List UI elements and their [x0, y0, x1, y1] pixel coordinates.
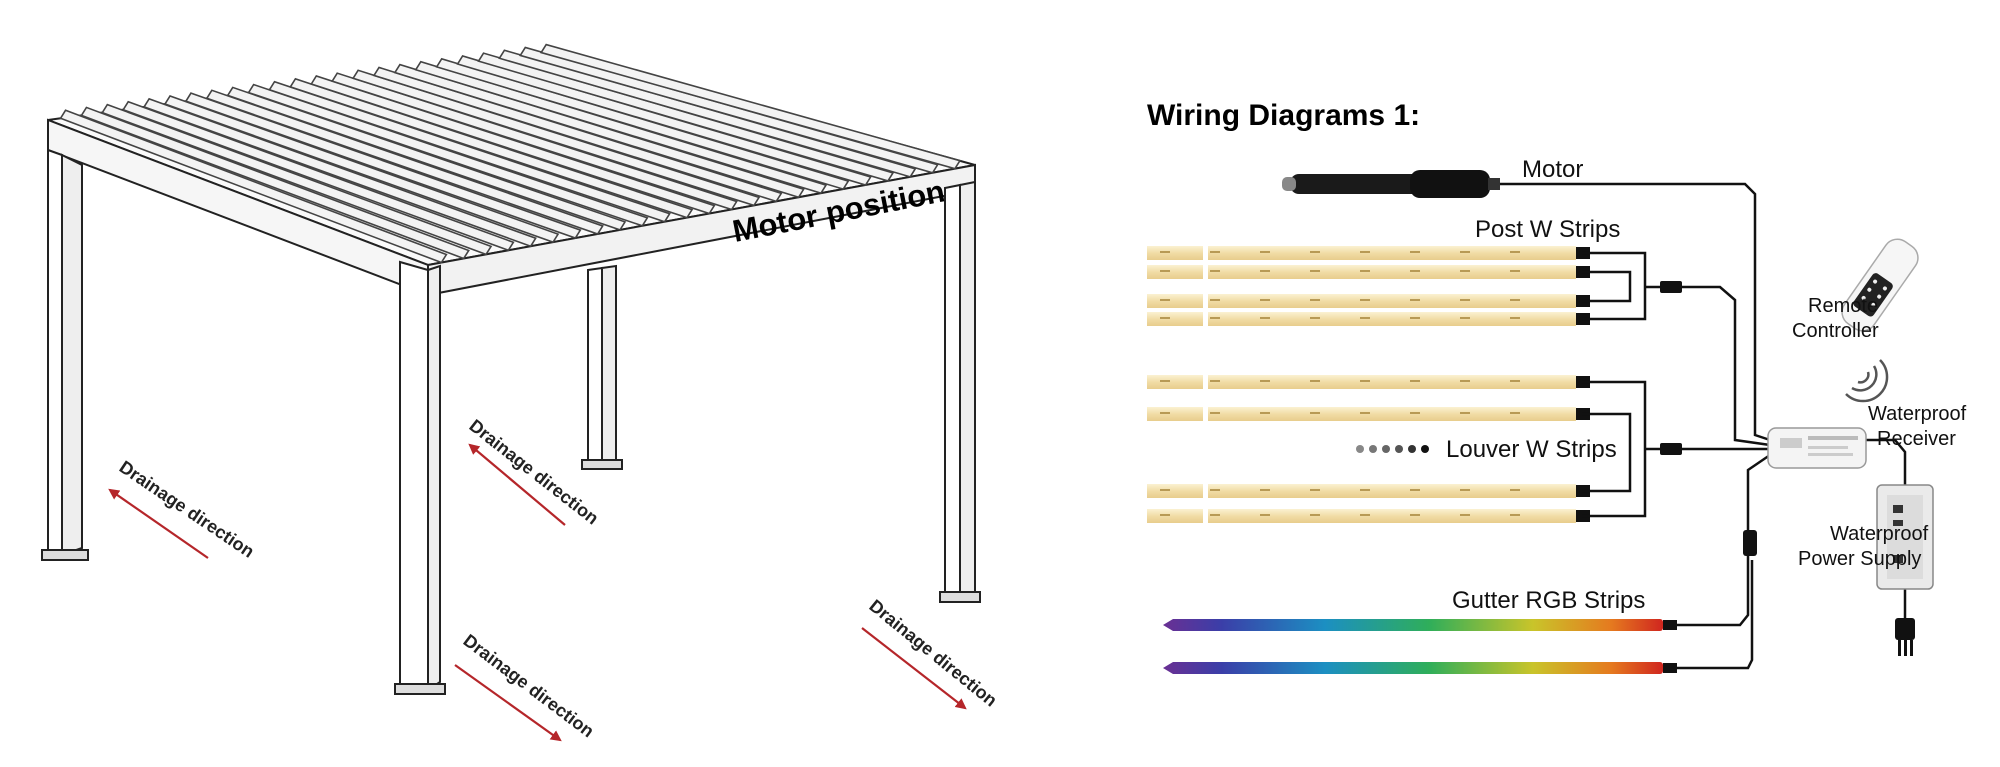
led-strip: [1147, 265, 1590, 279]
louver-blade: [351, 69, 761, 207]
louver-blade: [414, 60, 828, 195]
louver-blade: [226, 86, 627, 231]
louver-blade: [289, 77, 694, 219]
louver-blade: [310, 75, 716, 215]
gutter-rgb-strip-2: [1143, 662, 1663, 674]
wireless-signal-icon: [1845, 359, 1889, 403]
drainage-label-center-bottom: Drainage direction: [460, 630, 598, 741]
louver-connector: [1660, 443, 1682, 455]
post-foot-1: [41, 549, 89, 561]
gutter-rgb-strip-1: [1143, 619, 1663, 631]
post-right-side: [959, 180, 976, 600]
motor-device: [1282, 170, 1500, 198]
louver-blade: [268, 80, 671, 223]
post-w-strips-label: Post W Strips: [1475, 216, 1620, 243]
post-connector: [1660, 281, 1682, 293]
receiver-label-line1: Waterproof: [1868, 403, 1967, 425]
louver-blade: [477, 52, 895, 182]
louver-blade: [330, 72, 738, 211]
motor-label: Motor: [1522, 156, 1583, 183]
wiring-lines: [1500, 182, 1907, 670]
post-right: [944, 183, 961, 599]
louver-dots: [1356, 445, 1429, 453]
drainage-arrow-right: Drainage direction: [861, 596, 1001, 711]
wiring-title: Wiring Diagrams 1:: [1147, 99, 1420, 132]
post-w-strips: [1147, 246, 1590, 326]
gutter-connector: [1743, 530, 1757, 556]
remote-controller: [1841, 238, 1919, 332]
louver-blade: [80, 106, 470, 260]
louver-blade: [59, 109, 448, 264]
psu-label-line1: Waterproof: [1830, 523, 1929, 545]
louver-blade: [456, 55, 872, 186]
drainage-arrow-center-bottom: Drainage direction: [454, 630, 598, 741]
led-strip: [1147, 509, 1590, 523]
post-back-center: [587, 266, 603, 466]
led-strip: [1147, 312, 1590, 326]
louver-blade: [122, 100, 515, 252]
louver-blade: [372, 66, 783, 203]
louver-blade: [184, 92, 582, 240]
post-foot-4: [939, 591, 981, 603]
waterproof-power-supply: [1876, 484, 1934, 590]
receiver-label-line2: Receiver: [1877, 428, 1956, 450]
post-front-center: [399, 260, 429, 691]
waterproof-receiver: [1767, 427, 1867, 469]
led-strip: [1147, 407, 1590, 421]
louver-blade: [142, 97, 537, 248]
louver-blade: [101, 103, 493, 256]
post-front-left: [47, 148, 63, 556]
led-strip: [1147, 484, 1590, 498]
louver-blade: [435, 57, 850, 191]
pergola-illustration: [41, 43, 981, 695]
louver-blade: [163, 95, 560, 244]
louver-blade: [247, 83, 649, 227]
louver-blade: [393, 63, 805, 199]
louver-blade: [539, 43, 962, 170]
louver-blade: [498, 49, 917, 178]
remote-label-line1: Remote: [1808, 295, 1878, 317]
remote-label-line2: Controller: [1792, 320, 1879, 342]
gutter-rgb-strips: [1143, 619, 1677, 674]
louver-w-strips-label: Louver W Strips: [1446, 436, 1617, 463]
drainage-label-center-top: Drainage direction: [466, 415, 603, 528]
louver-blade: [205, 89, 604, 235]
drainage-label-right: Drainage direction: [865, 596, 1000, 711]
post-foot-3: [581, 459, 623, 470]
louver-blade: [519, 46, 939, 174]
post-back-center-side: [601, 264, 617, 467]
gutter-rgb-strips-label: Gutter RGB Strips: [1452, 587, 1645, 614]
led-strip: [1147, 375, 1590, 389]
drainage-arrow-left: Drainage direction: [108, 457, 258, 562]
louver-w-strips: [1147, 375, 1590, 523]
post-front-left-side: [61, 153, 83, 557]
psu-label-line2: Power Supply: [1798, 548, 1921, 570]
led-strip: [1147, 246, 1590, 260]
post-front-center-side: [427, 264, 441, 692]
post-foot-2: [394, 683, 446, 695]
louver-group: [59, 43, 962, 264]
led-strip: [1147, 294, 1590, 308]
drainage-arrow-center-top: Drainage direction: [466, 415, 603, 528]
power-plug-icon: [1895, 618, 1915, 656]
